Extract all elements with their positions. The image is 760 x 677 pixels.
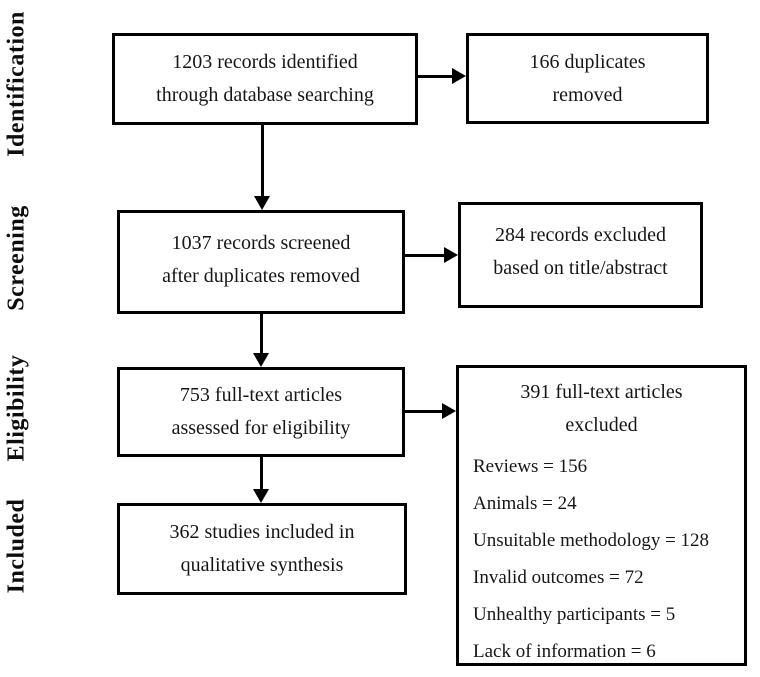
stage-label-identification: Identification — [3, 11, 30, 157]
box-records-excluded-line2: based on title/abstract — [493, 257, 668, 279]
box-records-screened-line1: 1037 records screened — [171, 232, 351, 254]
exclusion-reason-information: Lack of information = 6 — [473, 641, 656, 662]
box-records-excluded-title-abstract: 284 records excluded based on title/abst… — [458, 202, 703, 308]
box-duplicates-removed-line2: removed — [552, 83, 623, 106]
box-studies-included-line2: qualitative synthesis — [180, 554, 344, 576]
arrow-identified-to-duplicates-line — [418, 75, 454, 78]
arrow-identified-to-screened-line — [261, 125, 264, 197]
box-studies-included: 362 studies included in qualitative synt… — [117, 503, 407, 595]
exclusion-reason-animals: Animals = 24 — [473, 493, 577, 514]
box-duplicates-removed: 166 duplicates removed — [466, 33, 709, 124]
box-fulltext-excluded-title2: excluded — [565, 414, 638, 436]
box-records-screened: 1037 records screened after duplicates r… — [117, 210, 405, 314]
stage-label-eligibility: Eligibility — [3, 354, 30, 462]
box-fulltext-assessed-line2: assessed for eligibility — [171, 417, 351, 439]
box-duplicates-removed-line1: 166 duplicates — [529, 50, 646, 73]
stage-label-screening: Screening — [3, 205, 30, 311]
box-studies-included-line1: 362 studies included in — [169, 521, 355, 543]
exclusion-reason-methodology: Unsuitable methodology = 128 — [473, 530, 710, 551]
arrow-fulltext-to-excluded-line — [405, 410, 443, 413]
box-records-screened-line2: after duplicates removed — [162, 265, 360, 287]
exclusion-reason-list: Reviews = 156 Animals = 24 Unsuitable me… — [459, 442, 744, 670]
arrow-fulltext-to-excluded-head-icon — [442, 403, 456, 419]
exclusion-reason-outcomes: Invalid outcomes = 72 — [473, 567, 644, 588]
arrow-fulltext-to-included-head-icon — [253, 489, 269, 503]
box-fulltext-excluded: 391 full-text articles excluded Reviews … — [456, 365, 747, 666]
arrow-fulltext-to-included-line — [260, 457, 263, 490]
arrow-screened-to-excluded-line — [405, 254, 447, 257]
arrow-identified-to-screened-head-icon — [254, 196, 270, 210]
arrow-identified-to-duplicates-head-icon — [452, 68, 466, 84]
arrow-screened-to-excluded-head-icon — [444, 247, 458, 263]
box-records-identified: 1203 records identified through database… — [112, 33, 418, 125]
arrow-screened-to-fulltext-line — [260, 314, 263, 354]
box-records-excluded-line1: 284 records excluded — [494, 224, 667, 246]
arrow-screened-to-fulltext-head-icon — [253, 353, 269, 367]
box-fulltext-assessed: 753 full-text articles assessed for elig… — [117, 367, 405, 457]
box-fulltext-excluded-title1: 391 full-text articles — [520, 381, 683, 403]
box-records-identified-line2: through database searching — [156, 84, 374, 106]
box-fulltext-assessed-line1: 753 full-text articles — [179, 384, 343, 406]
exclusion-reason-reviews: Reviews = 156 — [473, 456, 588, 477]
stage-label-included: Included — [3, 498, 30, 594]
exclusion-reason-participants: Unhealthy participants = 5 — [473, 604, 676, 625]
box-records-identified-line1: 1203 records identified — [172, 51, 358, 73]
